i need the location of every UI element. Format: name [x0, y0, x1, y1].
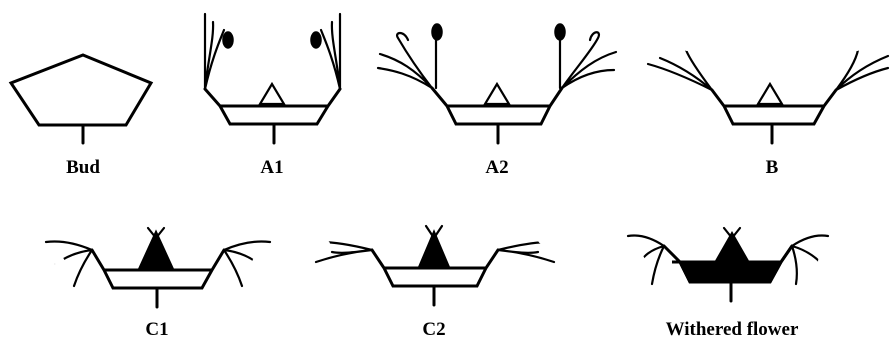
c1-right-anther-loop — [252, 256, 262, 272]
b-left-anther-loop — [682, 37, 692, 51]
c2-right-anther-loop — [538, 235, 554, 245]
a2-right-anther — [554, 23, 566, 41]
withered-flower-label: Withered flower — [666, 319, 799, 340]
c1-left-petals — [44, 240, 94, 288]
a1-right-stamens — [319, 12, 342, 91]
stage-bud: Bud — [8, 53, 154, 178]
a2-pistil-triangle — [483, 81, 511, 106]
withered-right-anther-loop — [818, 254, 828, 270]
a2-label: A2 — [485, 157, 508, 178]
a1-left-stamens — [203, 12, 226, 91]
c2-pistil-filled — [417, 229, 451, 268]
a2-flower-body — [430, 86, 564, 126]
c2-pistil-tip — [424, 224, 444, 240]
withered-pistil-filled — [713, 230, 751, 264]
a1-flower-body — [203, 87, 342, 126]
a1-label: A1 — [260, 157, 283, 178]
b-right-petals — [834, 48, 890, 92]
a2-right-petals — [560, 31, 618, 90]
c2-left-anther-loop — [314, 239, 330, 249]
stage-withered-flower: Withered flower — [626, 226, 830, 340]
a1-pistil-triangle — [258, 81, 286, 106]
stage-b: B — [646, 37, 890, 178]
a2-left-anther — [431, 23, 443, 41]
c2-right-petals — [496, 240, 556, 264]
b-left-petals — [646, 48, 714, 92]
bud-label: Bud — [66, 157, 100, 178]
stage-c1: C1 — [44, 226, 272, 340]
c1-left-anther-loop — [55, 256, 65, 272]
b-right-anther-loop — [852, 37, 862, 51]
c2-label: C2 — [422, 319, 445, 340]
c1-right-petals — [222, 240, 272, 288]
stage-a1: A1 — [203, 12, 342, 178]
withered-left-anther-loop — [635, 254, 645, 270]
b-label: B — [766, 157, 779, 178]
c1-label: C1 — [145, 319, 168, 340]
a1-right-anther — [310, 31, 322, 49]
bud-pentagon — [8, 53, 154, 127]
b-flower-body — [710, 88, 838, 126]
stage-c2: C2 — [314, 224, 556, 340]
stage-a2: A2 — [376, 23, 618, 178]
withered-left-petals — [626, 234, 666, 286]
b-pistil-triangle — [756, 81, 784, 106]
withered-pistil-tip — [722, 226, 742, 240]
c1-pistil-tip — [146, 226, 166, 240]
a1-left-anther — [222, 31, 234, 49]
a2-left-petals — [376, 31, 434, 90]
c1-pistil-filled — [137, 229, 175, 270]
